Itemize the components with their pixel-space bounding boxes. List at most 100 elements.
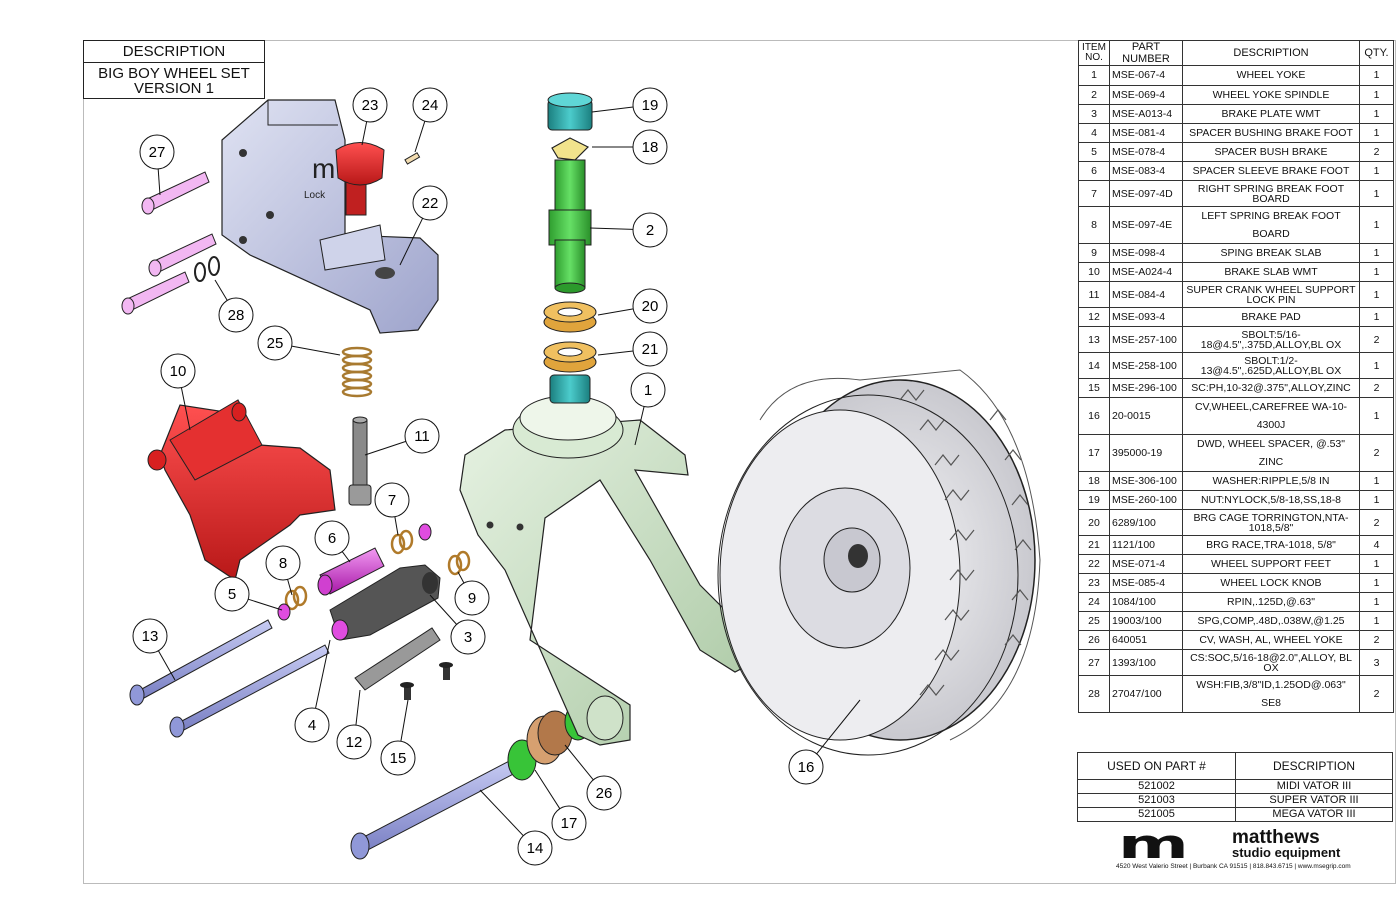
bom-part-number: MSE-078-4 [1109,142,1183,162]
bom-item-no: 28 [1078,675,1110,713]
callout-balloon [218,297,254,333]
bom-description: WHEEL LOCK KNOB [1182,573,1360,593]
callout-balloon [139,134,175,170]
callout-number: 12 [346,734,363,751]
bom-part-number: MSE-258-100 [1109,352,1183,379]
bom-part-number: MSE-071-4 [1109,554,1183,574]
callout-leader-line [816,699,861,755]
callout-balloon [352,87,388,123]
used-on-description: MEGA VATOR III [1235,807,1393,822]
bom-part-number: 19003/100 [1109,611,1183,631]
wheel-support-feet-part: m Lock [221,99,439,334]
small-screws-part [400,662,453,700]
bom-item-no: 1 [1078,65,1110,86]
bom-qty: 1 [1359,65,1394,86]
callout-balloon [214,576,250,612]
brake-plate-part [329,564,441,641]
callout-leader-line [364,440,407,456]
bom-qty: 1 [1359,85,1394,105]
callout-leader-line [399,218,424,266]
bom-description: RPIN,.125D,@.63" [1182,592,1360,612]
callout-leader-line [597,350,634,356]
callout-balloon [454,580,490,616]
bom-item-no: 13 [1078,326,1110,353]
bom-qty: 1 [1359,206,1394,244]
bom-qty: 2 [1359,509,1394,536]
bom-item-no: 25 [1078,611,1110,631]
bom-description: WSH:FIB,3/8"ID,1.25OD@.063" SE8 [1182,675,1360,713]
lock-text-label: Lock [304,190,326,201]
bom-qty: 2 [1359,142,1394,162]
bom-description: BRAKE PAD [1182,307,1360,327]
callout-26: 26 [564,744,622,811]
bom-part-number: MSE-085-4 [1109,573,1183,593]
bom-qty: 2 [1359,675,1394,713]
callout-number: 26 [596,785,613,802]
spacer-bush-left-part [277,603,291,621]
callout-leader-line [315,639,331,709]
callout-23: 23 [352,87,388,146]
logo-address: 4520 West Valerio Street | Burbank CA 91… [1116,863,1351,870]
bom-description: WASHER:RIPPLE,5/8 IN [1182,471,1360,491]
bom-item-no: 20 [1078,509,1110,536]
callout-leader-line [248,598,283,611]
used-on-part-number: 521002 [1077,779,1236,794]
bom-description: SBOLT:5/16-18@4.5",.375D,ALLOY,BL OX [1182,326,1360,353]
bom-description: DWD, WHEEL SPACER, @.53" ZINC [1182,434,1360,472]
spacer-bushing-brake-foot-part [331,619,349,641]
callout-leader-line [414,121,426,153]
bom-part-number: 640051 [1109,630,1183,650]
bom-item-no: 14 [1078,352,1110,379]
bom-part-number: 20-0015 [1109,397,1183,435]
bom-part-number: MSE-296-100 [1109,378,1183,398]
bearings-part [543,301,597,404]
roll-pin-part [404,152,421,165]
shoulder-bolts-13-part [129,619,330,738]
bom-description: SUPER CRANK WHEEL SUPPORT LOCK PIN [1182,281,1360,308]
bom-part-number: MSE-084-4 [1109,281,1183,308]
bom-qty: 1 [1359,161,1394,181]
bom-qty: 1 [1359,123,1394,143]
callout-number: 8 [279,555,287,572]
callout-leader-line [634,406,645,446]
callout-leader-line [534,769,561,809]
bom-qty: 2 [1359,434,1394,472]
bom-description: CV, WASH, AL, WHEEL YOKE [1182,630,1360,650]
bom-qty: 1 [1359,554,1394,574]
bom-header-qty: QTY. [1359,40,1394,66]
callout-leader-line [564,744,594,781]
callout-leader-line [394,516,399,536]
lock-m-label: m [312,153,335,184]
callout-12: 12 [336,689,372,760]
callout-leader-line [180,387,191,431]
bom-description: CV,WHEEL,CAREFREE WA-10-4300J [1182,397,1360,435]
callout-balloon [632,129,668,165]
callout-balloon [517,830,553,866]
callout-number: 17 [561,815,578,832]
bom-part-number: 1084/100 [1109,592,1183,612]
callout-6: 6 [314,520,351,563]
logo-subtitle: studio equipment [1232,845,1341,860]
bom-item-no: 17 [1078,434,1110,472]
callout-number: 15 [390,750,407,767]
bom-description: LEFT SPRING BREAK FOOT BOARD [1182,206,1360,244]
callout-number: 14 [527,840,544,857]
callout-20: 20 [597,288,668,324]
bom-part-number: MSE-083-4 [1109,161,1183,181]
used-on-description: SUPER VATOR III [1235,793,1393,808]
callout-number: 2 [646,222,654,239]
callout-balloon [632,288,668,324]
